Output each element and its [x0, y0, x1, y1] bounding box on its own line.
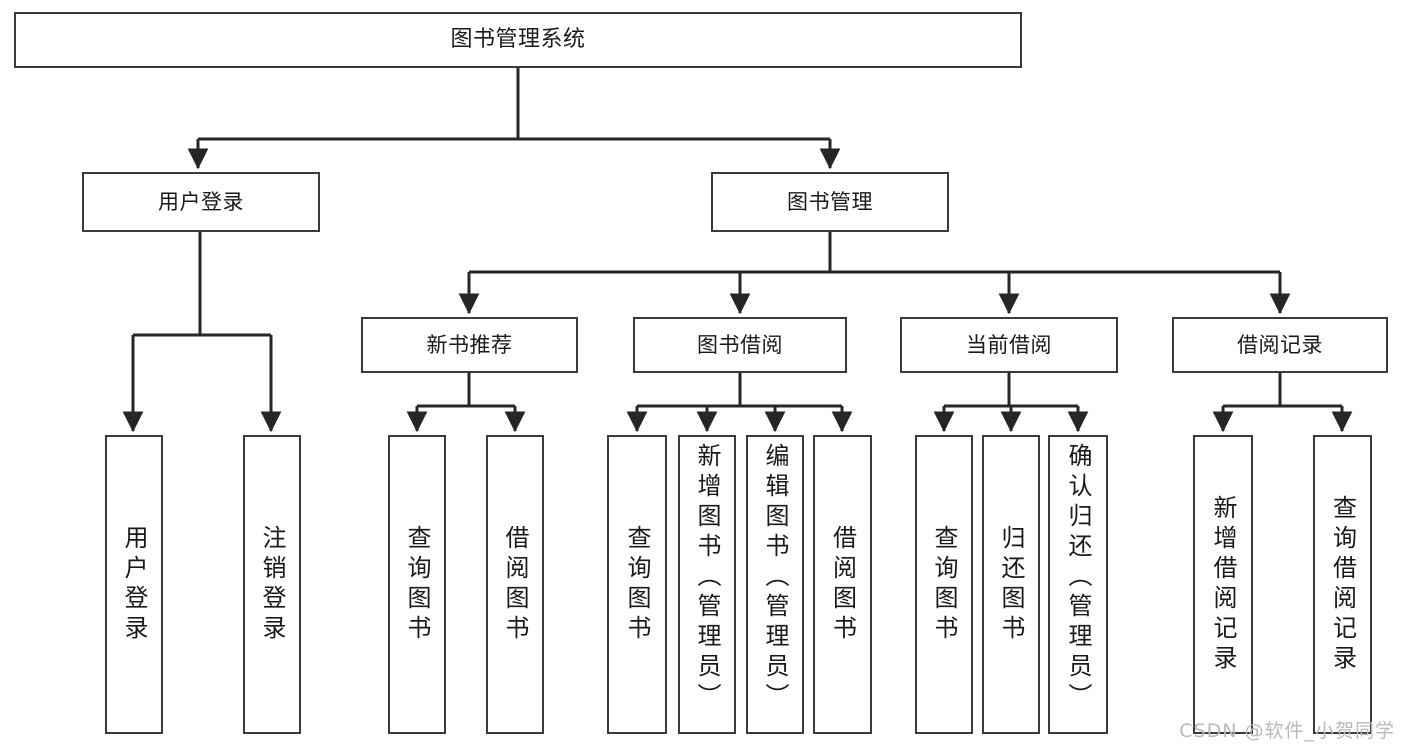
- watermark: CSDN @软件_小贺同学: [1179, 720, 1395, 742]
- node-leaf-add-book-label: 新增图书（管理员）: [693, 443, 721, 713]
- node-borrow-record[interactable]: 借阅记录: [1172, 317, 1388, 373]
- node-leaf-return-book[interactable]: 归还图书: [982, 435, 1040, 734]
- node-leaf-borrow-book-1-label: 借阅图书: [501, 524, 529, 645]
- node-leaf-query-record[interactable]: 查询借阅记录: [1313, 435, 1372, 734]
- node-leaf-user-logout[interactable]: 注销登录: [243, 435, 301, 734]
- node-new-book-recommend[interactable]: 新书推荐: [361, 317, 578, 373]
- node-leaf-edit-book[interactable]: 编辑图书（管理员）: [746, 435, 804, 734]
- node-borrow-record-label: 借阅记录: [1237, 332, 1323, 357]
- node-user-login-label: 用户登录: [158, 189, 244, 214]
- node-book-borrow-label: 图书借阅: [697, 332, 783, 357]
- node-leaf-query-book-2[interactable]: 查询图书: [607, 435, 667, 734]
- node-book-manage[interactable]: 图书管理: [711, 172, 949, 232]
- node-leaf-edit-book-label: 编辑图书（管理员）: [761, 443, 789, 713]
- node-leaf-query-book-2-label: 查询图书: [623, 524, 651, 645]
- node-current-borrow-label: 当前借阅: [966, 332, 1052, 357]
- node-leaf-add-record-label: 新增借阅记录: [1209, 494, 1237, 675]
- node-leaf-user-login[interactable]: 用户登录: [105, 435, 163, 734]
- node-book-manage-label: 图书管理: [787, 189, 873, 214]
- node-leaf-return-book-label: 归还图书: [997, 524, 1025, 645]
- node-root[interactable]: 图书管理系统: [14, 12, 1022, 68]
- node-leaf-borrow-book-2-label: 借阅图书: [828, 524, 857, 645]
- node-leaf-add-book[interactable]: 新增图书（管理员）: [678, 435, 736, 734]
- node-current-borrow[interactable]: 当前借阅: [900, 317, 1118, 373]
- node-leaf-confirm-return-label: 确认归还（管理员）: [1064, 443, 1092, 713]
- node-leaf-query-book-1-label: 查询图书: [403, 524, 431, 645]
- node-leaf-query-book-1[interactable]: 查询图书: [388, 435, 446, 734]
- node-new-book-recommend-label: 新书推荐: [426, 332, 513, 357]
- node-leaf-borrow-book-2[interactable]: 借阅图书: [813, 435, 872, 734]
- node-user-login[interactable]: 用户登录: [82, 172, 320, 232]
- node-leaf-query-book-3-label: 查询图书: [930, 524, 958, 645]
- node-leaf-user-login-label: 用户登录: [120, 524, 148, 645]
- node-leaf-borrow-book-1[interactable]: 借阅图书: [486, 435, 544, 734]
- node-root-label: 图书管理系统: [450, 27, 586, 53]
- node-leaf-query-book-3[interactable]: 查询图书: [915, 435, 973, 734]
- node-leaf-add-record[interactable]: 新增借阅记录: [1193, 435, 1253, 734]
- node-leaf-user-logout-label: 注销登录: [258, 524, 286, 645]
- node-leaf-query-record-label: 查询借阅记录: [1328, 494, 1357, 675]
- node-book-borrow[interactable]: 图书借阅: [633, 317, 847, 373]
- node-leaf-confirm-return[interactable]: 确认归还（管理员）: [1048, 435, 1108, 734]
